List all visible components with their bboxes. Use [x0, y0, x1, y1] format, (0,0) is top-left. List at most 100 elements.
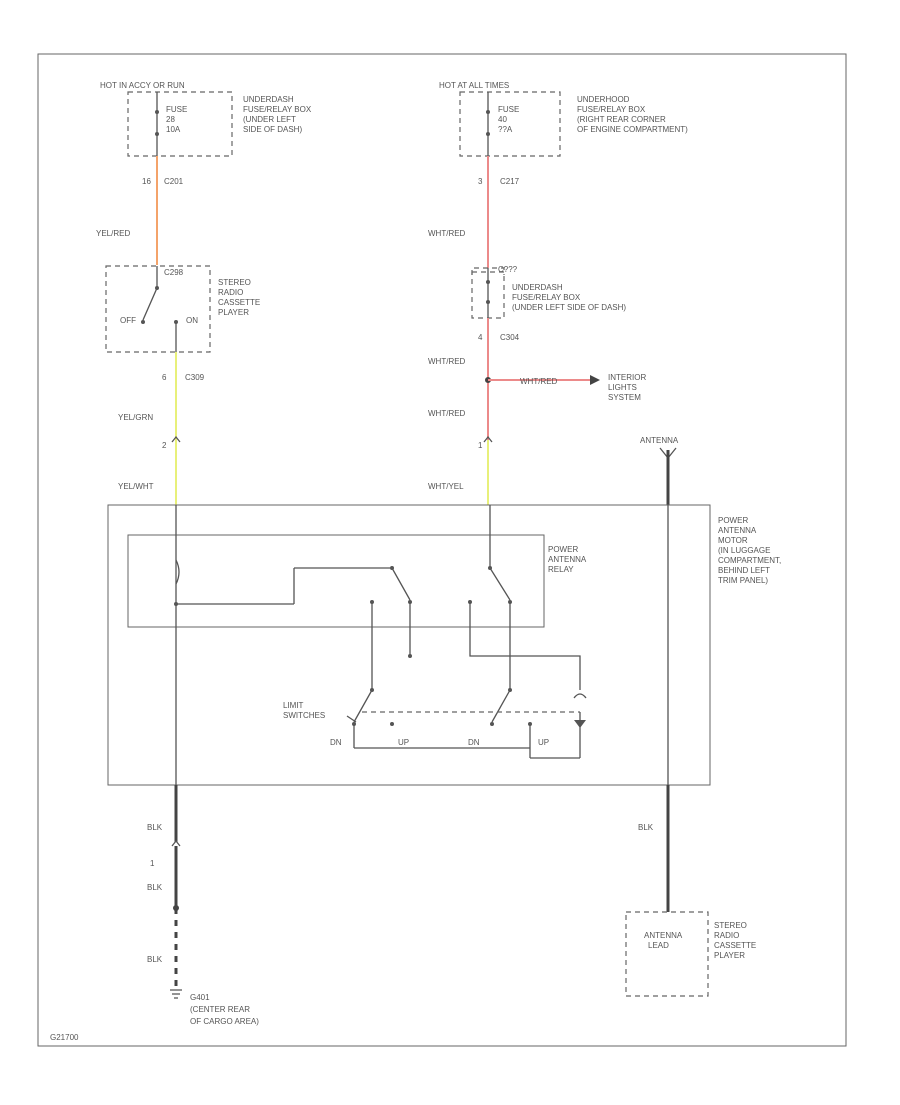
- limit-2-dn: [490, 722, 494, 726]
- limit-1-dn-label: DN: [330, 738, 342, 747]
- motor-text-5: COMPARTMENT,: [718, 556, 781, 565]
- hot-accy-label: HOT IN ACCY OR RUN: [100, 81, 185, 90]
- fuse-40-terminal-top: [486, 110, 490, 114]
- fuse-box-right-loc-2: FUSE/RELAY BOX: [577, 105, 646, 114]
- diagram-border: [37, 53, 847, 1047]
- limit-2-blade: [491, 689, 511, 723]
- fuse2-loc-3: (UNDER LEFT SIDE OF DASH): [512, 303, 626, 312]
- stereo-bottom-1: STEREO: [714, 921, 747, 930]
- fuse-40-text-1: FUSE: [498, 105, 519, 114]
- fuse-28-text-3: 10A: [166, 125, 181, 134]
- relay-to-motor: [469, 602, 581, 690]
- fuse-box-left-loc-3: (UNDER LEFT: [243, 115, 296, 124]
- blk-label-1: BLK: [147, 823, 163, 832]
- c298-label: C298: [164, 268, 184, 277]
- footer-code: G21700: [50, 1033, 79, 1042]
- switch-on-label: ON: [186, 316, 198, 325]
- stereo-text-3: CASSETTE: [218, 298, 260, 307]
- switch-off-contact: [141, 320, 145, 324]
- pin-1-right-label: 1: [478, 441, 483, 450]
- motor-text-4: (IN LUGGAGE: [718, 546, 770, 555]
- limit-label-2: SWITCHES: [283, 711, 325, 720]
- antenna-lead-2: LEAD: [648, 941, 669, 950]
- stereo-switch-box: [105, 265, 211, 353]
- motor-text-2: ANTENNA: [718, 526, 757, 535]
- arrow-to-interior: [590, 375, 600, 385]
- fuse2-terminal-top: [486, 280, 490, 284]
- fuse2-terminal-bottom: [486, 300, 490, 304]
- motor-terminal-top: [573, 693, 587, 699]
- c201-label: C201: [164, 177, 184, 186]
- wire-wht-red-label-1: WHT/RED: [428, 229, 466, 238]
- switch-blade: [142, 287, 158, 321]
- connector-1-bottom: [171, 839, 181, 847]
- pin-16-label: 16: [142, 177, 151, 186]
- pin-3-label: 3: [478, 177, 483, 186]
- relay-text-1: POWER: [548, 545, 578, 554]
- fuse-40-text-3: ??A: [498, 125, 513, 134]
- fuse-40-terminal-bottom: [486, 132, 490, 136]
- fuse2-loc-2: FUSE/RELAY BOX: [512, 293, 581, 302]
- wire-wht-red-label-2: WHT/RED: [428, 357, 466, 366]
- wire-yel-grn-label: YEL/GRN: [118, 413, 153, 422]
- fuse-box-right: [459, 91, 561, 157]
- hot-always-label: HOT AT ALL TIMES: [439, 81, 509, 90]
- relay-1-out-node: [408, 654, 412, 658]
- pin-6-label: 6: [162, 373, 167, 382]
- stereo-bottom-3: CASSETTE: [714, 941, 756, 950]
- relay-text-2: ANTENNA: [548, 555, 587, 564]
- fuse-28-terminal-top: [155, 110, 159, 114]
- c309-label: C309: [185, 373, 205, 382]
- wire-yel-wht-label: YEL/WHT: [118, 482, 154, 491]
- interior-lights-1: INTERIOR: [608, 373, 646, 382]
- interior-lights-2: LIGHTS: [608, 383, 637, 392]
- limit-label-1: LIMIT: [283, 701, 304, 710]
- relay-contact-1-blade: [391, 567, 411, 601]
- switch-off-label: OFF: [120, 316, 136, 325]
- relay-text-3: RELAY: [548, 565, 574, 574]
- antenna-label: ANTENNA: [640, 436, 679, 445]
- relay-coil: [175, 559, 180, 585]
- stereo-text-4: PLAYER: [218, 308, 249, 317]
- fuse-box-left: [127, 91, 233, 157]
- fuse2-loc-1: UNDERDASH: [512, 283, 563, 292]
- limit-1-blade: [353, 689, 373, 723]
- ground-text-2: (CENTER REAR: [190, 1005, 250, 1014]
- pin-1-bottom-label: 1: [150, 859, 155, 868]
- connector-1-right: [483, 435, 493, 443]
- power-antenna-relay-box: [127, 534, 545, 628]
- fuse-box-left-loc-4: SIDE OF DASH): [243, 125, 302, 134]
- fuse-40-text-2: 40: [498, 115, 507, 124]
- fuse-box-right-loc-3: (RIGHT REAR CORNER: [577, 115, 666, 124]
- pin-2-label: 2: [162, 441, 167, 450]
- relay-contact-2-blade: [489, 567, 511, 601]
- branch-wire-label: WHT/RED: [520, 377, 558, 386]
- blk-label-2: BLK: [147, 883, 163, 892]
- fuse-28-text-2: 28: [166, 115, 175, 124]
- motor-text-1: POWER: [718, 516, 748, 525]
- pin-4-label: 4: [478, 333, 483, 342]
- motor-text-3: MOTOR: [718, 536, 748, 545]
- fuse-box-right-loc-1: UNDERHOOD: [577, 95, 630, 104]
- stereo-bottom-2: RADIO: [714, 931, 739, 940]
- limit-1-up-label: UP: [398, 738, 409, 747]
- limit-1-up: [390, 722, 394, 726]
- fuse-box-left-loc-1: UNDERDASH: [243, 95, 294, 104]
- wire-wht-red-label-3: WHT/RED: [428, 409, 466, 418]
- motor-text-6: BEHIND LEFT: [718, 566, 770, 575]
- wire-yel-red-label: YEL/RED: [96, 229, 130, 238]
- fuse-box-left-loc-2: FUSE/RELAY BOX: [243, 105, 312, 114]
- fuse-28-terminal-bottom: [155, 132, 159, 136]
- c304-label: C304: [500, 333, 520, 342]
- wire-wht-yel-label: WHT/YEL: [428, 482, 464, 491]
- fuse-28-text-1: FUSE: [166, 105, 187, 114]
- c217-label: C217: [500, 177, 520, 186]
- motor-text-7: TRIM PANEL): [718, 576, 768, 585]
- limit-2-dn-label: DN: [468, 738, 480, 747]
- limit-2-up-label: UP: [538, 738, 549, 747]
- connector-2-left: [171, 435, 181, 443]
- ground-text-1: G401: [190, 993, 210, 1002]
- ground-text-3: OF CARGO AREA): [190, 1017, 259, 1026]
- stereo-bottom-4: PLAYER: [714, 951, 745, 960]
